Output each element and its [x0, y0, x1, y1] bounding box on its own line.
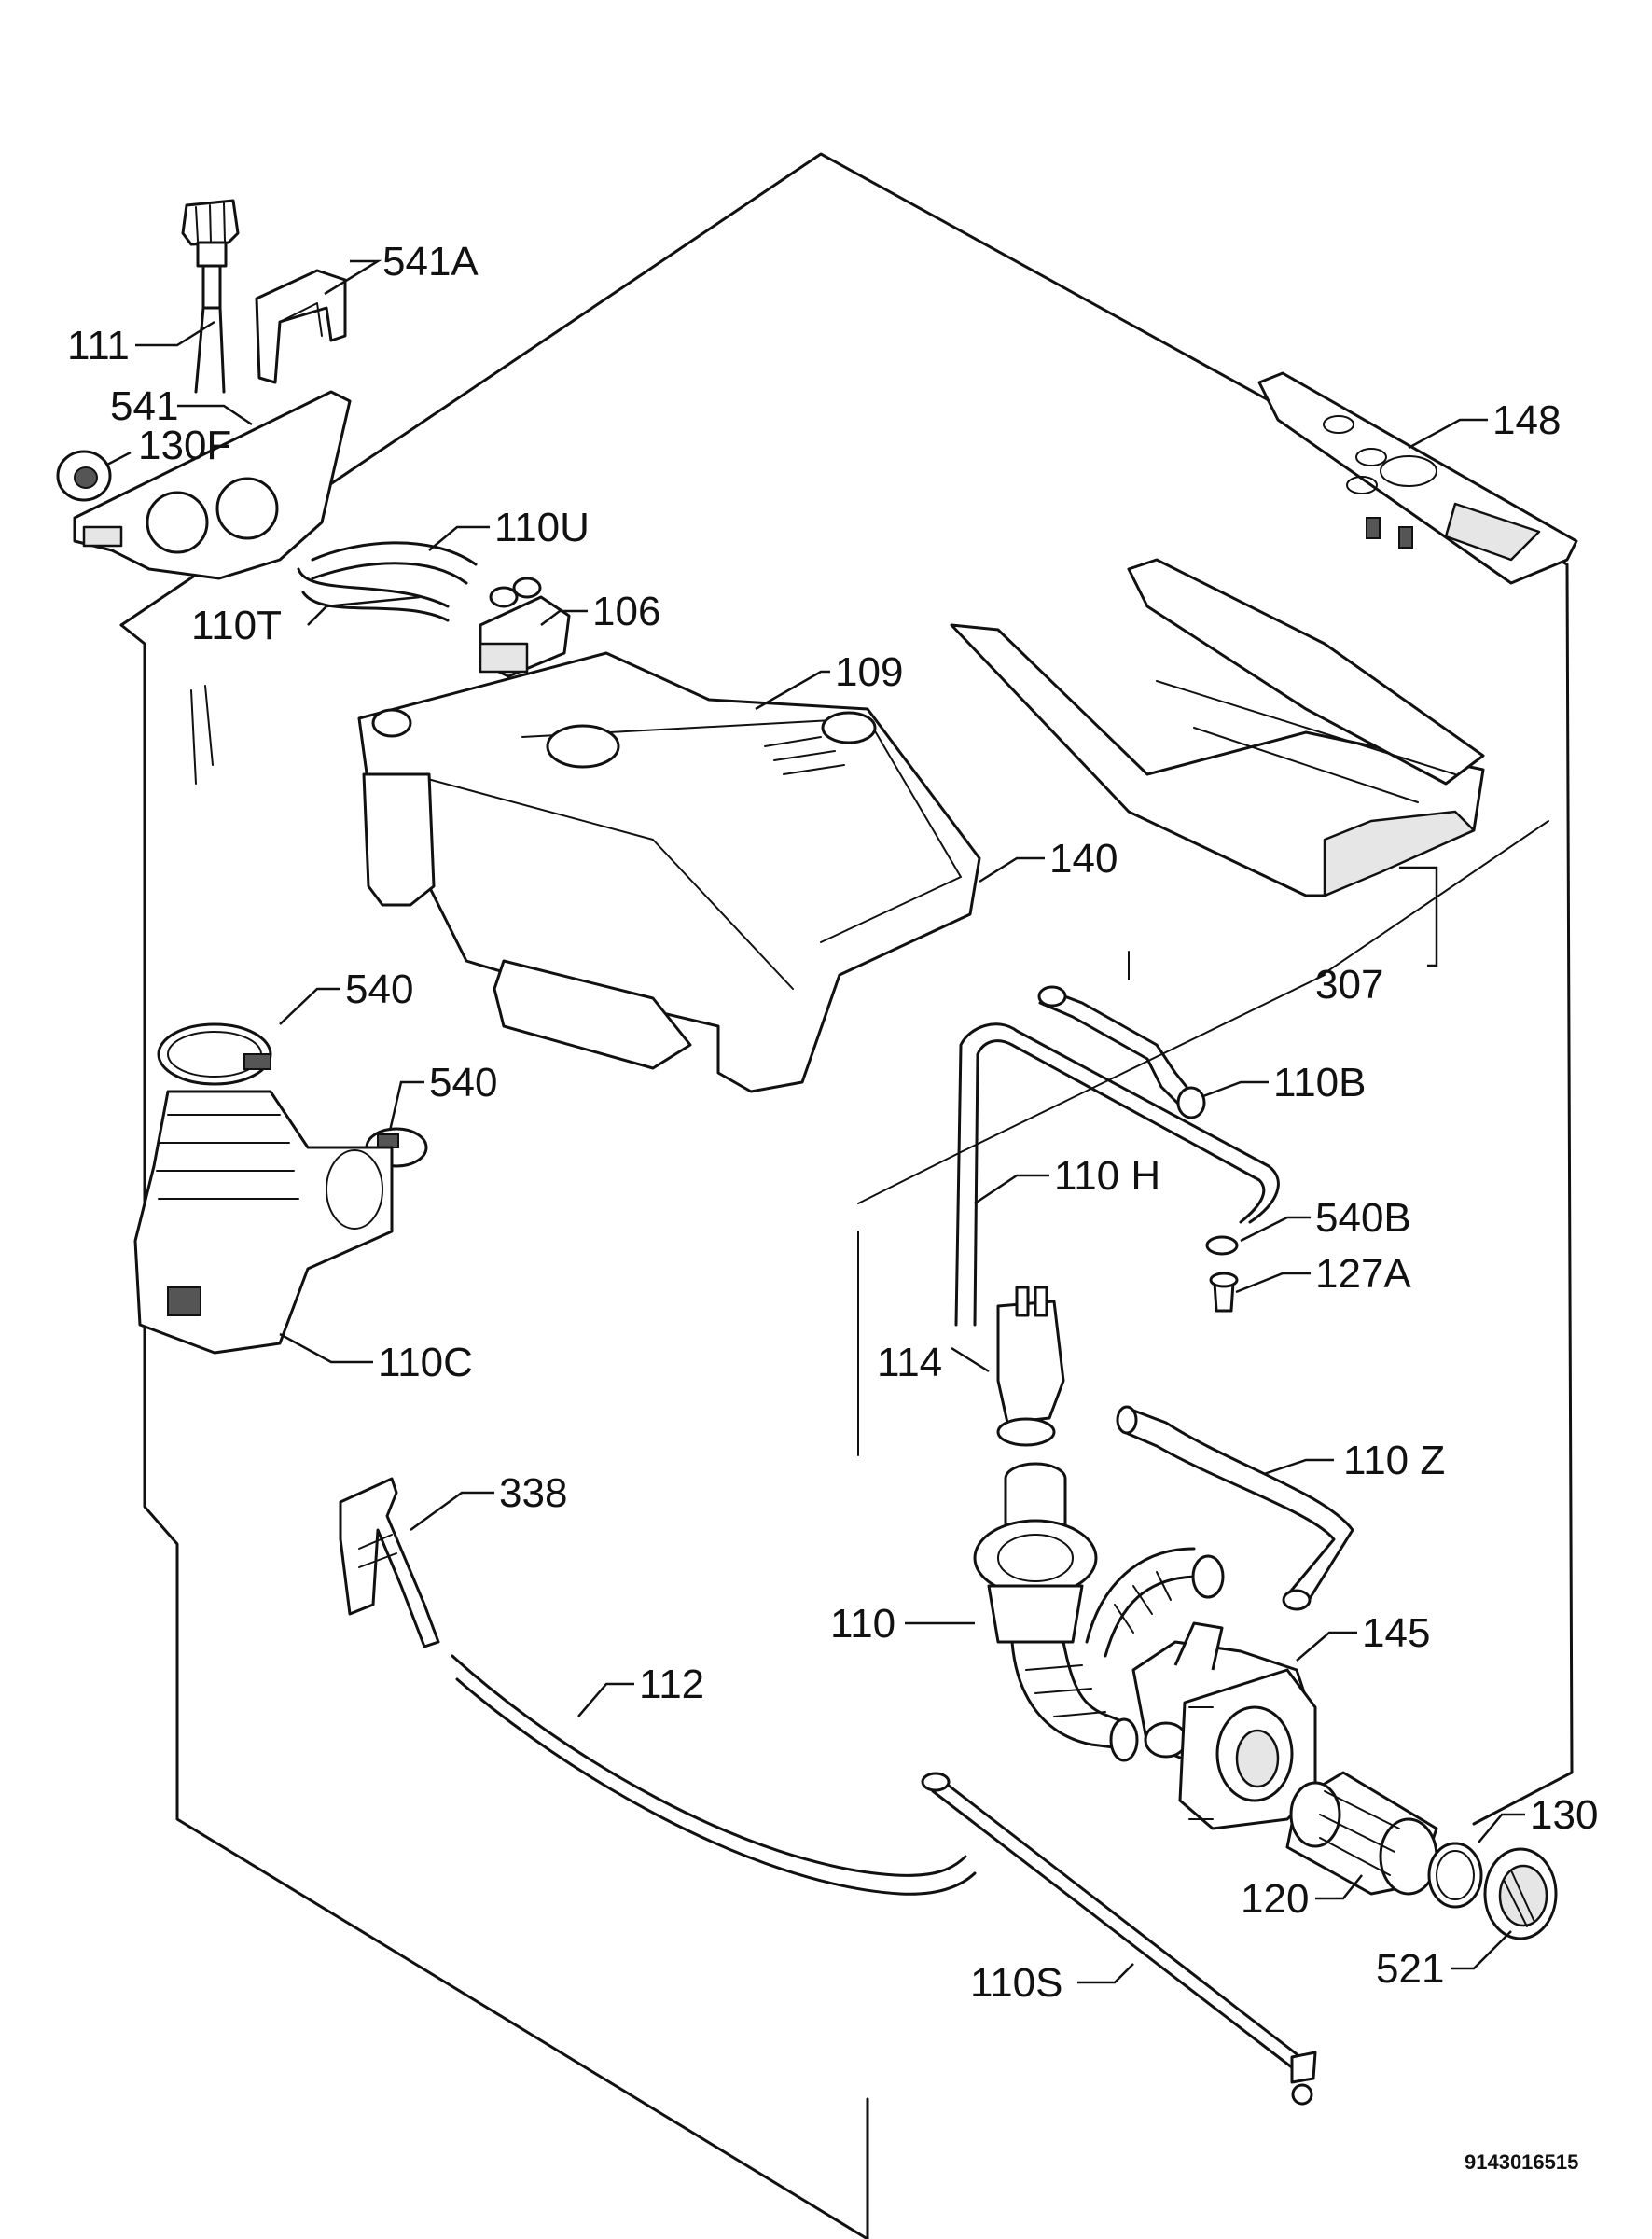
leader-lines	[106, 259, 1525, 1984]
label-130: 130	[1530, 1792, 1598, 1838]
label-111: 111	[67, 323, 130, 369]
solenoid-valve-part	[479, 577, 571, 678]
sump-bellows-part	[133, 1090, 394, 1355]
label-541: 541	[110, 383, 178, 429]
hose-110b-part	[1037, 985, 1206, 1120]
detergent-drawer-part	[950, 558, 1485, 897]
label-110u: 110U	[494, 505, 590, 550]
label-106: 106	[592, 589, 660, 634]
label-130f: 130F	[138, 423, 231, 468]
label-109: 109	[835, 649, 903, 695]
small-cap-part	[56, 450, 112, 502]
drain-hose-112-part	[451, 1654, 977, 1896]
cabinet-outline	[119, 152, 1574, 2239]
small-hoses-part	[297, 541, 478, 622]
hose-110z-part	[1116, 1405, 1354, 1611]
label-110c: 110C	[378, 1340, 473, 1385]
label-110s: 110S	[970, 1960, 1063, 2006]
label-110b: 110B	[1273, 1060, 1367, 1106]
valve-bracket-part	[73, 390, 352, 580]
label-120: 120	[1241, 1876, 1309, 1922]
label-114: 114	[877, 1340, 942, 1385]
label-110t: 110T	[191, 603, 282, 648]
clip-part	[255, 269, 347, 384]
label-110z: 110 Z	[1343, 1438, 1445, 1483]
label-540-large: 540	[345, 967, 413, 1012]
label-127a: 127A	[1315, 1251, 1411, 1297]
inlet-hose-part	[181, 199, 240, 394]
dispenser-housing-part	[357, 651, 981, 1093]
hose-guide-part	[339, 1477, 440, 1648]
drain-hose-part	[973, 1462, 1225, 1762]
callout-labels: 541A 111 541 130F 110U 110T 106 109 148 …	[67, 239, 1598, 2174]
document-id: 9143016515	[1465, 2150, 1578, 2174]
label-112: 112	[639, 1662, 704, 1707]
label-541a: 541A	[382, 239, 479, 285]
label-338: 338	[499, 1470, 567, 1516]
pump-housing-part	[1131, 1621, 1317, 1830]
hose-110h-part	[954, 1022, 1280, 1327]
label-540-small: 540	[429, 1060, 497, 1106]
label-145: 145	[1362, 1610, 1430, 1656]
hose-110s-part	[921, 1772, 1317, 2106]
large-clamp-part	[157, 1022, 272, 1086]
label-110: 110	[830, 1601, 895, 1647]
label-540b: 540B	[1315, 1195, 1411, 1241]
label-140: 140	[1049, 836, 1118, 882]
label-521: 521	[1376, 1946, 1444, 1992]
label-307: 307	[1315, 962, 1383, 1008]
pump-filter-part	[1285, 1771, 1438, 1896]
label-110h: 110 H	[1054, 1153, 1160, 1199]
label-148: 148	[1492, 397, 1561, 443]
drawer-handle-part	[1257, 371, 1578, 585]
pressure-chamber-part	[996, 1286, 1065, 1447]
o-ring-part	[1427, 1842, 1483, 1909]
filter-cap-part	[1483, 1847, 1558, 1940]
